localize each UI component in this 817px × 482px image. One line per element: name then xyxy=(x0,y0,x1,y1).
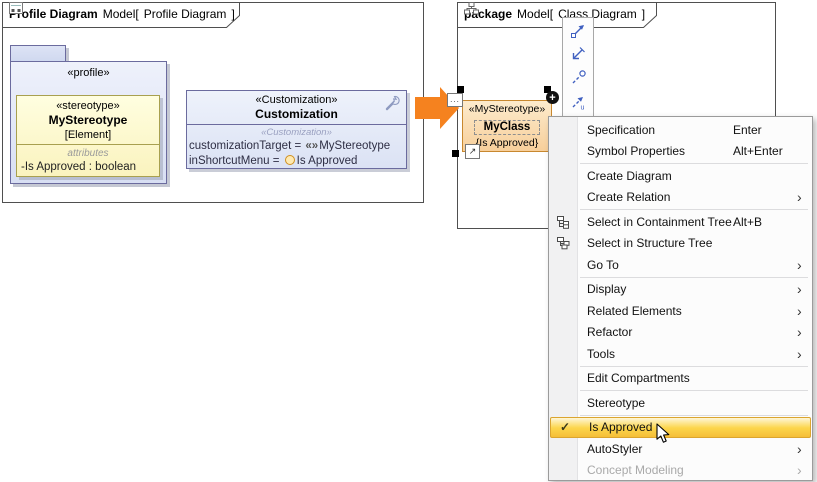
menu-item-label: Select in Containment Tree xyxy=(587,214,732,229)
selection-handle-bottom-left[interactable] xyxy=(452,150,459,157)
menu-item-label: Select in Structure Tree xyxy=(587,236,713,251)
add-element-button[interactable]: + xyxy=(546,91,559,104)
profile-stereotype-label: «profile» xyxy=(67,67,110,79)
menu-item-label: AutoStyler xyxy=(587,441,643,456)
menu-item-edit-compartments[interactable]: Edit Compartments xyxy=(549,368,812,390)
diagram-name-label: Profile Diagram xyxy=(143,7,227,21)
create-dependency-icon[interactable] xyxy=(569,69,587,87)
metaclass-label: [Element] xyxy=(64,129,112,141)
diagram-owner-label: Model[ xyxy=(102,7,139,21)
menu-separator xyxy=(580,390,808,391)
submenu-arrow-icon: › xyxy=(797,345,802,362)
submenu-arrow-icon: › xyxy=(797,462,802,479)
property-option-icon xyxy=(284,155,295,165)
checkmark-icon: ✓ xyxy=(559,420,571,435)
menu-item-label: Stereotype xyxy=(587,395,646,410)
submenu-arrow-icon: › xyxy=(797,440,802,457)
menu-item-is-approved[interactable]: ✓ Is Approved xyxy=(550,416,811,438)
customization-stereotype-keyword: «Customization» xyxy=(255,94,338,106)
containment-tree-icon xyxy=(557,215,569,229)
menu-item-autostyler[interactable]: AutoStyler › xyxy=(549,438,812,460)
menu-item-label: Create Relation xyxy=(587,190,671,205)
menu-item-create-relation[interactable]: Create Relation › xyxy=(549,187,812,209)
diagram-owner-label: Model[ xyxy=(517,7,554,21)
quick-link-button[interactable]: ↗ xyxy=(465,144,480,159)
wrench-icon xyxy=(385,95,400,111)
class-name: MyStereotype xyxy=(48,113,128,127)
stereotype-keyword: «stereotype» xyxy=(56,100,120,112)
menu-item-create-diagram[interactable]: Create Diagram xyxy=(549,165,812,187)
bracket-close: ] xyxy=(641,7,646,21)
transition-arrow xyxy=(415,97,440,119)
menu-item-select-in-structure-tree[interactable]: Select in Structure Tree xyxy=(549,233,812,255)
menu-item-label: Edit Compartments xyxy=(587,371,690,386)
menu-item-go-to[interactable]: Go To › xyxy=(549,254,812,276)
mystereotype-class[interactable]: «stereotype» MyStereotype [Element] attr… xyxy=(16,95,160,177)
profile-diagram-icon xyxy=(9,2,23,14)
frame-header-outline xyxy=(457,2,657,28)
submenu-arrow-icon: › xyxy=(797,302,802,319)
class-diagram-frame-header[interactable]: package Model[ Class Diagram ] xyxy=(457,2,657,28)
customization-shortcut-menu-line: inShortcutMenu = Is Approved xyxy=(189,155,358,167)
menu-separator xyxy=(580,365,808,367)
menu-item-label: Symbol Properties xyxy=(587,144,686,159)
menu-item-tools[interactable]: Tools › xyxy=(549,343,812,365)
class-diagram-icon xyxy=(464,2,479,15)
menu-item-shortcut: Alt+B xyxy=(733,214,763,229)
menu-item-label: Is Approved xyxy=(589,420,653,435)
profile-diagram-frame-header[interactable]: Profile Diagram Model[ Profile Diagram ] xyxy=(2,2,240,28)
menu-item-label: Specification xyxy=(587,122,656,137)
submenu-arrow-icon: › xyxy=(797,256,802,273)
context-menu: Specification Enter Symbol Properties Al… xyxy=(548,116,813,481)
selection-handle-top-left[interactable] xyxy=(457,86,464,93)
applied-stereotype-label: «MyStereotype» xyxy=(468,103,546,115)
svg-text:u: u xyxy=(581,105,585,112)
menu-item-label: Create Diagram xyxy=(587,168,672,183)
myclass-element[interactable]: «MyStereotype» MyClass {Is Approved} xyxy=(462,100,552,152)
frame-header-outline xyxy=(2,2,240,28)
structure-tree-icon xyxy=(557,237,570,250)
menu-separator xyxy=(580,209,808,210)
create-generalization-icon[interactable] xyxy=(569,45,587,63)
customization-class[interactable]: «Customization» Customization «Customiza… xyxy=(186,90,407,169)
menu-separator xyxy=(580,276,808,278)
smart-manipulator-toolbar: u xyxy=(562,17,594,122)
menu-item-select-in-containment-tree[interactable]: Select in Containment Tree Alt+B xyxy=(549,211,812,233)
menu-item-specification[interactable]: Specification Enter xyxy=(549,119,812,141)
menu-separator xyxy=(580,163,808,164)
selection-handle-top-right[interactable] xyxy=(544,86,551,93)
create-association-icon[interactable] xyxy=(569,21,587,39)
menu-item-shortcut: Enter xyxy=(733,122,762,137)
menu-item-label: Tools xyxy=(587,346,616,361)
attributes-compartment-label: attributes xyxy=(67,148,109,159)
menu-item-concept-modeling: Concept Modeling › xyxy=(549,460,812,482)
menu-item-label: Refactor xyxy=(587,325,633,340)
myclass-name[interactable]: MyClass xyxy=(473,120,541,135)
menu-item-stereotype[interactable]: Stereotype xyxy=(549,392,812,414)
menu-item-label: Go To xyxy=(587,257,619,272)
stereotype-ref-icon: «» xyxy=(305,140,319,152)
menu-item-label: Concept Modeling xyxy=(587,463,684,478)
menu-separator xyxy=(580,414,808,416)
submenu-arrow-icon: › xyxy=(797,324,802,341)
menu-item-label: Related Elements xyxy=(587,303,682,318)
menu-item-label: Display xyxy=(587,282,627,297)
menu-item-symbol-properties[interactable]: Symbol Properties Alt+Enter xyxy=(549,141,812,163)
constraint-label: {Is Approved} xyxy=(475,137,539,149)
menu-item-shortcut: Alt+Enter xyxy=(733,144,783,159)
diagram-type-label: Profile Diagram xyxy=(9,7,98,21)
mouse-cursor xyxy=(656,423,670,443)
customization-body-stereotype: «Customization» xyxy=(261,127,332,138)
menu-item-refactor[interactable]: Refactor › xyxy=(549,322,812,344)
menu-item-display[interactable]: Display › xyxy=(549,279,812,301)
attribute-is-approved: -Is Approved : boolean xyxy=(21,161,137,173)
customization-target-line: customizationTarget = «»MyStereotype xyxy=(189,140,391,152)
create-usage-icon[interactable]: u xyxy=(569,93,587,111)
bracket-close: ] xyxy=(231,7,235,21)
compartments-button[interactable]: ... xyxy=(447,93,463,107)
submenu-arrow-icon: › xyxy=(797,281,802,298)
customization-name: Customization xyxy=(255,107,338,121)
menu-item-related-elements[interactable]: Related Elements › xyxy=(549,300,812,322)
submenu-arrow-icon: › xyxy=(797,189,802,206)
